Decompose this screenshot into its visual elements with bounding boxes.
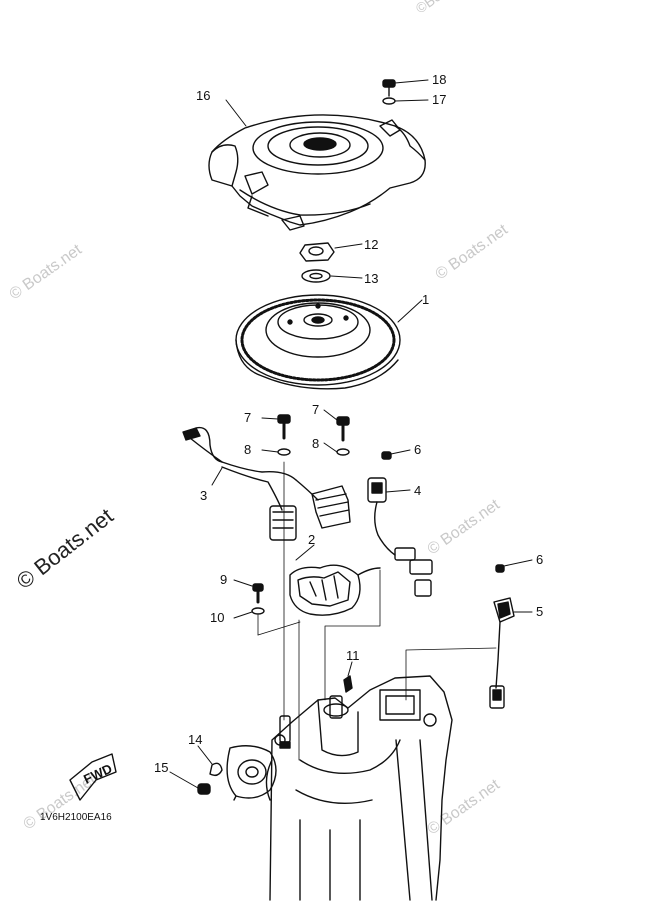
callout-7-left: 7 <box>244 410 251 425</box>
callout-10: 10 <box>210 610 224 625</box>
watermark-main: © Boats.net <box>12 503 118 594</box>
fwd-arrow: FWD <box>69 753 117 801</box>
callout-4: 4 <box>414 483 421 498</box>
callout-15: 15 <box>154 760 168 775</box>
watermark-right: © Boats.net <box>433 221 512 283</box>
callout-3: 3 <box>200 488 207 503</box>
callout-16: 16 <box>196 88 210 103</box>
callout-14: 14 <box>188 732 202 747</box>
callout-5: 5 <box>536 604 543 619</box>
pulser-coil <box>367 477 433 597</box>
callout-9: 9 <box>220 572 227 587</box>
callout-18: 18 <box>432 72 446 87</box>
cover-bolt <box>382 79 429 97</box>
key-11 <box>343 661 353 693</box>
guide-lines <box>257 461 497 761</box>
screw-6-top <box>381 449 411 460</box>
washer-8-right <box>323 442 350 456</box>
fwd-label: FWD <box>81 761 114 787</box>
wire-harness <box>182 426 351 541</box>
flywheel-cover <box>208 114 426 231</box>
washer-8-left <box>261 448 291 456</box>
callout-7-right: 7 <box>312 402 319 417</box>
callout-1: 1 <box>422 292 429 307</box>
watermark-top-right: ©Boats.net <box>413 0 479 16</box>
stator-screw <box>233 579 264 604</box>
flywheel-nut <box>299 242 363 262</box>
clip-14 <box>197 745 223 777</box>
watermarks: ©Boats.net © Boats.net © Boats.net © Boa… <box>7 0 512 838</box>
stator-coil <box>289 544 381 616</box>
watermark-bottom-right: © Boats.net <box>425 776 504 838</box>
stator-washer <box>233 607 265 619</box>
callout-6-top: 6 <box>414 442 421 457</box>
callout-17: 17 <box>432 92 446 107</box>
cover-washer <box>382 97 429 105</box>
callout-8-left: 8 <box>244 442 251 457</box>
flywheel-washer <box>301 269 363 283</box>
crankcase <box>226 675 453 901</box>
screw-15 <box>169 771 211 795</box>
watermark-left: © Boats.net <box>7 241 86 303</box>
ignition-coil <box>489 559 533 709</box>
bolt-7-right <box>323 409 350 442</box>
callout-12: 12 <box>364 237 378 252</box>
callout-2: 2 <box>308 532 315 547</box>
callout-8-right: 8 <box>312 436 319 451</box>
part-code: 1V6H2100EA16 <box>40 812 112 823</box>
watermark-mid-right: © Boats.net <box>425 496 504 558</box>
leader-16 <box>225 99 247 127</box>
callout-13: 13 <box>364 271 378 286</box>
bolt-7-left <box>261 414 291 440</box>
callout-6-right: 6 <box>536 552 543 567</box>
callout-11: 11 <box>346 648 360 663</box>
flywheel <box>235 294 423 390</box>
